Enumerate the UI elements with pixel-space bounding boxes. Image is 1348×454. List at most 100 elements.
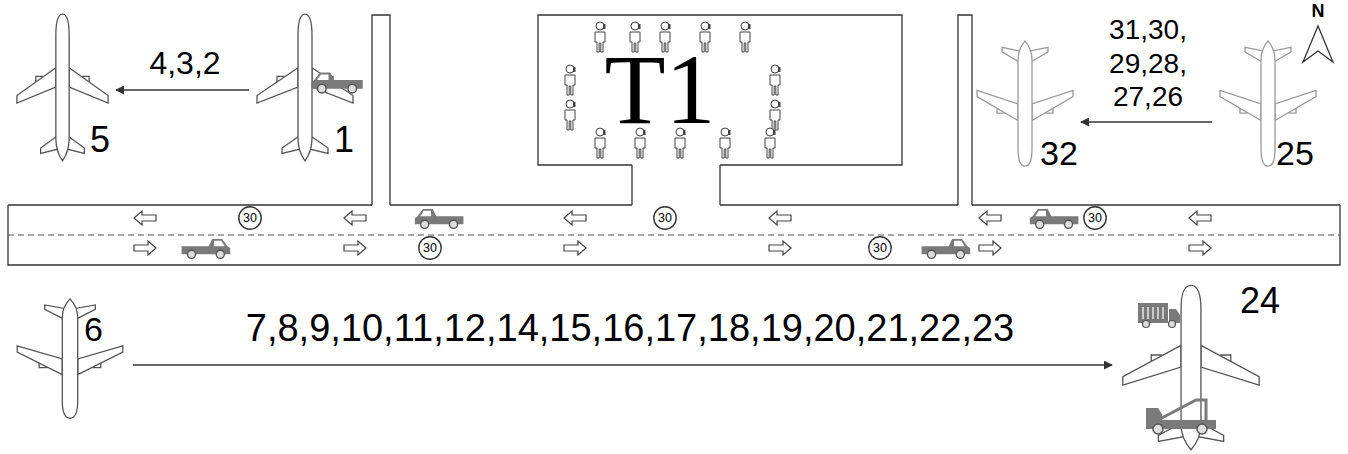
lane-arrow-west [134,211,156,225]
passenger-head [661,22,669,30]
passenger-body [740,32,750,52]
lane-arrow-west [344,211,366,225]
truck-wheel [1064,220,1072,228]
plane-wing [977,90,1018,120]
plane-wing [1123,345,1181,385]
speed-limit-value: 30 [658,212,672,225]
plane-wing [1275,90,1316,120]
plane-wing [17,68,56,103]
passenger-head [596,22,604,30]
truck-wheel [1143,321,1150,328]
truck-wheel [348,84,357,93]
pickup-truck [311,73,362,93]
passenger-body [565,75,575,95]
passenger-phone [708,24,711,29]
passenger-body [595,32,605,52]
plane-stabilizer [67,136,84,153]
passenger-body [565,110,575,130]
passenger-phone [748,24,751,29]
passenger-phone [573,67,576,72]
lane-arrow-west [564,211,586,225]
truck-cab [1146,408,1162,420]
stand-number: 6 [84,312,103,346]
truck-box [1138,303,1168,323]
stairs-truck [1146,400,1216,434]
stand-number: 5 [90,122,110,158]
passenger-head [771,100,779,108]
aircraft-stand: 1 [255,12,355,162]
plane-wing [1032,90,1073,120]
passenger-head [596,128,604,136]
sign-ring [419,237,441,259]
catering-truck [1138,303,1180,328]
sign-ring [869,237,891,259]
speed-limit-sign: 30 [868,236,892,260]
lane-arrow-east [979,241,1001,255]
plane-stabilizer [45,305,65,319]
truck-wheel [956,250,964,258]
plane-fuselage [56,14,69,161]
compass-letter: N [1312,2,1325,20]
aircraft-stand: 32 [975,40,1075,168]
aircraft-stand: 6 [15,298,125,420]
plane-fuselage [1018,41,1032,166]
sequence-label: 4,3,2 [149,44,220,82]
plane-fuselage [1261,41,1275,166]
passenger-icon [565,100,576,130]
truck-wheel [1036,220,1044,228]
lane-arrow-east [564,241,586,255]
passenger-phone [668,24,671,29]
passenger-icon [765,128,776,158]
lane-arrow-west [1189,211,1211,225]
plane-stabilizer [41,136,58,153]
plane-wing [257,68,298,103]
passenger-body [720,138,730,158]
movement-arrow [116,89,249,91]
passenger-head [721,128,729,136]
passenger-phone [638,24,641,29]
pickup-truck [922,239,971,258]
truck-wheel [1197,424,1207,434]
plane-wing [1220,90,1261,120]
passenger-phone [573,102,576,107]
aircraft-stand: 24 [1120,283,1262,451]
speed-limit-value: 30 [243,212,257,225]
passenger-icon [770,65,781,95]
passenger-body [770,75,780,95]
passenger-icon [770,100,781,130]
speed-limit-sign: 30 [1083,206,1107,230]
lane-arrow-east [344,241,366,255]
truck-window [317,74,328,80]
node-outline [538,15,902,165]
aircraft-stand: 5 [15,12,110,162]
truck-wheel [187,250,195,258]
truck-wheel [421,220,429,228]
lane-arrow-east [769,241,791,255]
passenger-phone [603,24,606,29]
passenger-head [766,128,774,136]
passenger-head [566,65,574,73]
passenger-head [701,22,709,30]
stand-number: 32 [1040,136,1078,170]
plane-stabilizer [1030,47,1048,62]
passenger-body [635,138,645,158]
plane-wing [69,68,108,103]
speed-limit-value: 30 [423,242,437,255]
terminal-building: T1 [538,15,902,165]
plane-wing [78,346,123,375]
plane-stabilizer [1002,47,1020,62]
passenger-phone [728,130,731,135]
lane-arrow-west [979,211,1001,225]
plane-fuselage [298,14,312,161]
stand-number: 1 [334,122,354,158]
truck-window [1035,211,1046,216]
passenger-phone [778,102,781,107]
terminal-wall [538,15,902,165]
passenger-body [675,138,685,158]
truck-wheel [216,250,224,258]
passenger-body [595,138,605,158]
truck-wheel [449,220,457,228]
truck-stairs [1158,400,1206,420]
